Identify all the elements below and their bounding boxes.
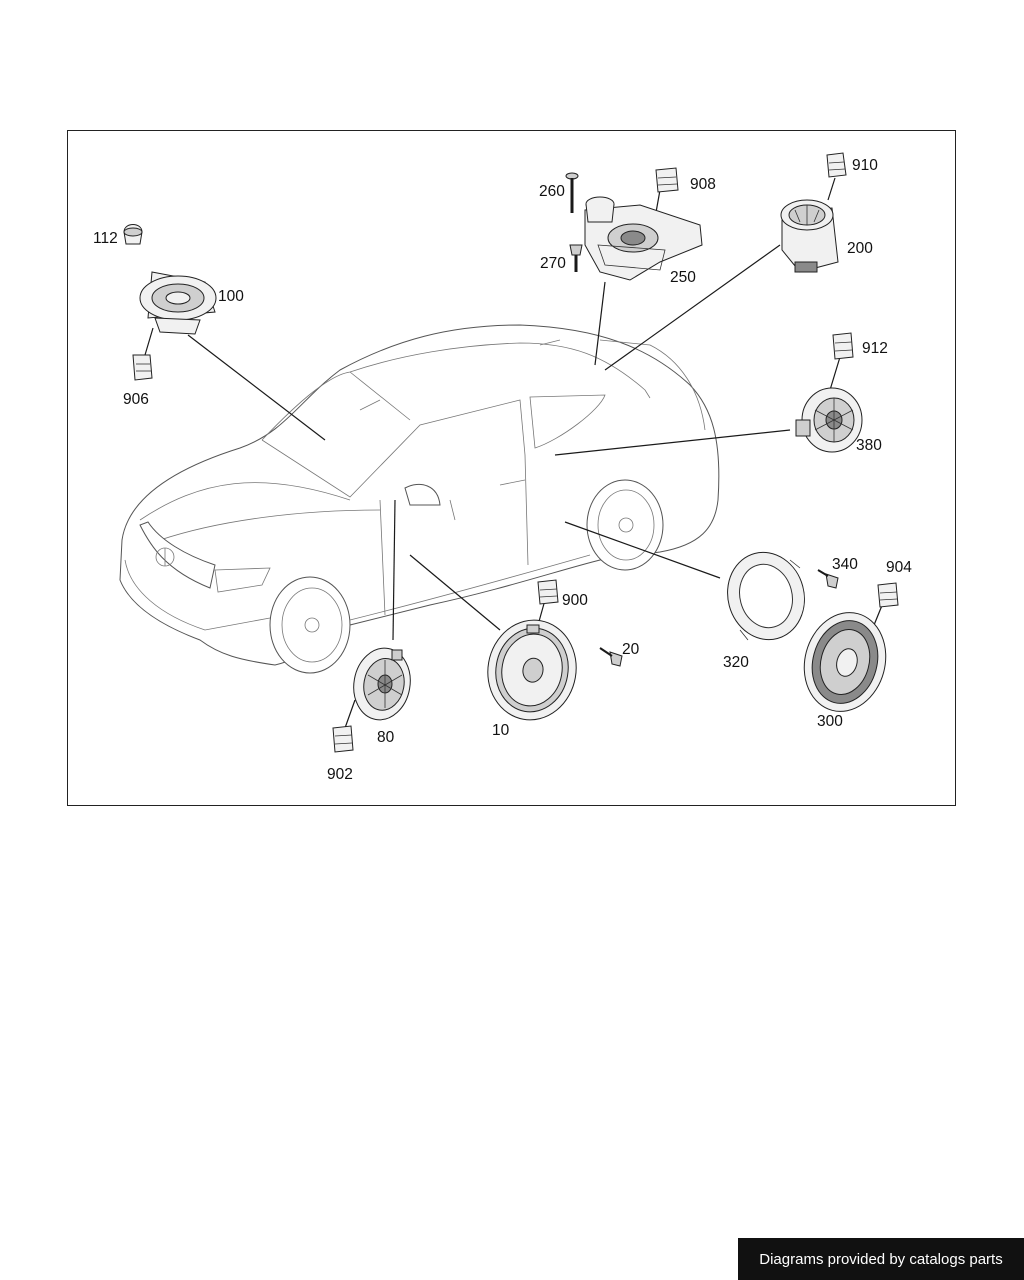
- part-904-connector[interactable]: [877, 582, 899, 608]
- label-320[interactable]: 320: [723, 654, 749, 671]
- part-340-screw[interactable]: [817, 569, 839, 589]
- label-340[interactable]: 340: [832, 556, 858, 573]
- part-250-subwoofer[interactable]: [584, 196, 703, 281]
- part-200-tweeter[interactable]: [780, 199, 839, 273]
- label-10[interactable]: 10: [492, 722, 510, 739]
- part-100-speaker[interactable]: [139, 271, 217, 335]
- part-900-connector[interactable]: [537, 579, 559, 605]
- label-380[interactable]: 380: [856, 437, 882, 454]
- part-902-connector[interactable]: [332, 725, 354, 753]
- label-910[interactable]: 910: [852, 157, 878, 174]
- label-900[interactable]: 900: [562, 592, 588, 609]
- part-300-woofer[interactable]: [793, 603, 896, 720]
- label-912[interactable]: 912: [862, 340, 888, 357]
- part-10-woofer[interactable]: [480, 613, 584, 727]
- label-250[interactable]: 250: [670, 269, 696, 286]
- diagram-frame: [67, 130, 956, 806]
- label-906[interactable]: 906: [123, 391, 149, 408]
- part-270-screw[interactable]: [569, 244, 583, 272]
- label-270[interactable]: 270: [540, 255, 566, 272]
- label-200[interactable]: 200: [847, 240, 873, 257]
- part-912-connector[interactable]: [832, 332, 854, 360]
- label-20[interactable]: 20: [622, 641, 640, 658]
- part-112-clip[interactable]: [123, 224, 143, 245]
- label-902[interactable]: 902: [327, 766, 353, 783]
- label-100[interactable]: 100: [218, 288, 244, 305]
- part-320-bracket[interactable]: [718, 544, 814, 649]
- footer-credit: Diagrams provided by catalogs parts: [738, 1238, 1024, 1280]
- car-outline: [119, 324, 720, 674]
- part-80-tweeter[interactable]: [348, 644, 416, 725]
- label-300[interactable]: 300: [817, 713, 843, 730]
- part-910-connector[interactable]: [826, 152, 847, 178]
- part-380-tweeter[interactable]: [795, 387, 863, 453]
- part-908-connector[interactable]: [655, 167, 679, 193]
- label-80[interactable]: 80: [377, 729, 395, 746]
- label-904[interactable]: 904: [886, 559, 912, 576]
- callout-labels: 112 100 906 260 270 908 250 910 200 912 …: [93, 157, 912, 783]
- part-906-connector[interactable]: [132, 354, 153, 381]
- part-260-bolt[interactable]: [565, 172, 579, 213]
- label-112[interactable]: 112: [93, 230, 118, 247]
- label-908[interactable]: 908: [690, 176, 716, 193]
- part-20-screw[interactable]: [599, 647, 623, 667]
- label-260[interactable]: 260: [539, 183, 565, 200]
